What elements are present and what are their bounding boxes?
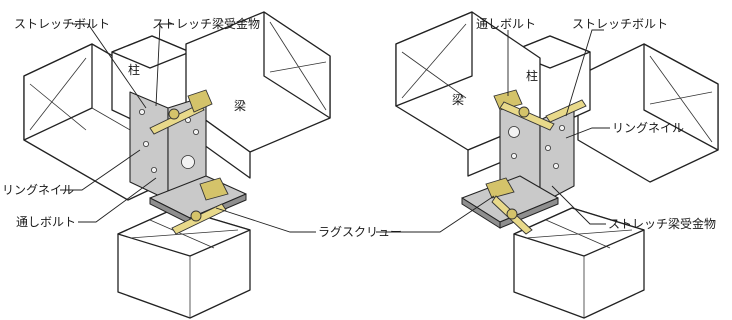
- right-label-column: 柱: [526, 68, 538, 83]
- right-label-beam: 梁: [452, 92, 464, 107]
- left-label-through-bolt: 通しボルト: [16, 215, 76, 229]
- left-stretch-bolt: [149, 89, 213, 135]
- left-lower-column: [117, 207, 251, 319]
- right-through-bolt: [493, 89, 555, 131]
- right-label-stretch-bracket: ストレッチ梁受金物: [608, 216, 716, 231]
- right-lower-column: [513, 207, 645, 319]
- left-assembly: [23, 11, 331, 319]
- right-beam-lower-right: [577, 43, 719, 183]
- right-lag-screw: [485, 177, 533, 235]
- left-main-beam: [185, 11, 331, 179]
- left-label-stretch-bolt: ストレッチボルト: [14, 17, 110, 31]
- right-label-stretch-bolt: ストレッチボルト: [572, 17, 668, 31]
- left-label-column: 柱: [128, 62, 140, 77]
- label-lag-screw: ラグスクリュー: [318, 225, 402, 239]
- leader-lines: [60, 23, 610, 233]
- right-assembly: [395, 11, 719, 319]
- right-label-through-bolt: 通しボルト: [476, 17, 536, 31]
- left-label-stretch-bracket: ストレッチ梁受金物: [152, 16, 260, 31]
- left-label-beam: 梁: [234, 98, 246, 113]
- labels: ストレッチボルト ストレッチ梁受金物 柱 梁 リングネイル 通しボルト ラグスク…: [2, 16, 716, 239]
- right-label-ring-nail: リングネイル: [612, 121, 684, 135]
- right-stretch-bolt: [545, 99, 587, 123]
- left-lag-screw: [171, 177, 229, 235]
- left-label-ring-nail: リングネイル: [2, 183, 74, 197]
